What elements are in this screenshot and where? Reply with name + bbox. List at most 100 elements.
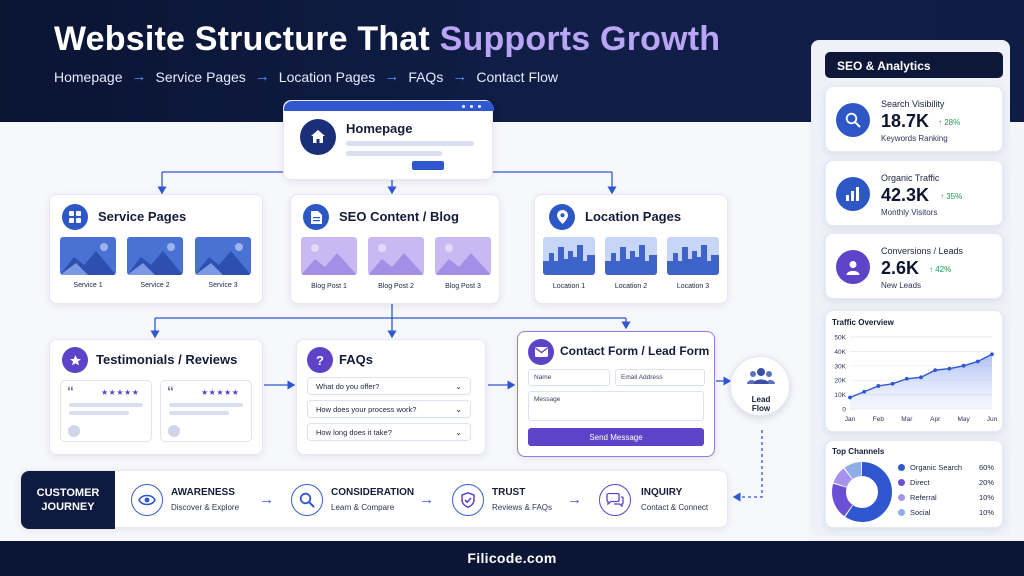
arrow-right-icon: → <box>567 491 582 508</box>
data-point <box>848 395 852 400</box>
window-dot-icon <box>462 105 465 108</box>
y-tick-label: 10K <box>834 392 846 399</box>
faq-item[interactable]: How does your process work?⌄ <box>307 400 471 418</box>
metric-value: 18.7K <box>881 111 930 131</box>
message-field[interactable]: Message <box>528 391 704 421</box>
data-point <box>919 375 923 380</box>
image-placeholder-icon <box>195 237 251 275</box>
legend-label: Social <box>910 508 931 517</box>
x-tick-label: Mar <box>901 416 913 423</box>
metric-value: 2.6K <box>881 258 920 278</box>
footer-bar: Filicode.com <box>0 541 1024 576</box>
avatar <box>168 425 180 437</box>
x-tick-label: May <box>957 416 970 423</box>
arrow-right-icon: → <box>259 491 274 508</box>
legend-swatch <box>898 479 905 486</box>
y-tick-label: 20K <box>834 378 846 385</box>
metric-search-visibility: Search Visibility 18.7K ↑ 28% Keywords R… <box>825 86 1003 152</box>
metric-subtitle: Keywords Ranking <box>881 134 948 143</box>
metric-change: ↑ 28% <box>938 118 961 127</box>
metric-label: Organic Traffic <box>881 173 940 183</box>
five-star-rating-icon: ★★★★★ <box>101 388 140 397</box>
data-point <box>862 389 867 394</box>
breadcrumb-service-pages: Service Pages <box>155 68 246 85</box>
window-title-bar <box>284 101 494 111</box>
house-icon <box>300 119 336 155</box>
title-main-text: Website Structure That <box>54 20 440 58</box>
legend-label: Referral <box>910 493 937 502</box>
placeholder-line <box>169 411 229 415</box>
placeholder-line <box>69 403 143 407</box>
faqs-card[interactable]: ? FAQs What do you offer?⌄ How does your… <box>296 339 486 455</box>
journey-label-line1: CUSTOMER <box>36 487 100 499</box>
image-placeholder-icon <box>127 237 183 275</box>
grid-icon <box>62 204 88 230</box>
faqs-title: FAQs <box>339 352 373 367</box>
location-pages-card[interactable]: Location Pages Location 1 Location 2 Loc… <box>534 194 728 304</box>
homepage-card[interactable]: Homepage <box>283 100 494 180</box>
service-pages-card[interactable]: Service Pages Service 1 Service 2 Servic… <box>49 194 263 304</box>
analytics-title: SEO & Analytics <box>825 52 1003 78</box>
mail-icon <box>528 339 554 365</box>
stage-inquiry-subtitle: Contact & Connect <box>641 503 709 512</box>
placeholder-line <box>69 411 129 415</box>
metric-conversions: Conversions / Leads 2.6K ↑ 42% New Leads <box>825 233 1003 299</box>
name-field[interactable]: Name <box>528 369 610 386</box>
seo-content-card[interactable]: SEO Content / Blog Blog Post 1 Blog Post… <box>290 194 500 304</box>
metric-subtitle: New Leads <box>881 281 922 290</box>
stage-consideration-title: CONSIDERATION <box>331 487 415 498</box>
data-point <box>975 359 980 364</box>
arrow-right-icon: → <box>254 68 270 85</box>
review-card: “ ★★★★★ <box>160 380 252 442</box>
faq-item[interactable]: How long does it take?⌄ <box>307 423 471 441</box>
avatar <box>68 425 80 437</box>
contact-form-title: Contact Form / Lead Form <box>560 344 710 358</box>
legend-label: Organic Search <box>910 463 963 472</box>
homepage-cta-button[interactable] <box>412 161 444 170</box>
testimonials-card[interactable]: Testimonials / Reviews “ ★★★★★ “ ★★★★★ <box>49 339 263 455</box>
arrow-right-icon: → <box>131 68 147 85</box>
eye-icon <box>131 484 163 516</box>
window-dot-icon <box>478 105 481 108</box>
blog-post-2-label: Blog Post 2 <box>378 283 414 290</box>
star-icon <box>62 347 88 373</box>
stage-inquiry-title: INQUIRY <box>641 487 683 498</box>
quote-icon: “ <box>67 383 74 399</box>
email-field[interactable]: Email Address <box>615 369 705 386</box>
data-point <box>890 381 895 386</box>
traffic-overview-title: Traffic Overview <box>832 318 894 327</box>
traffic-area <box>850 354 992 409</box>
service-pages-title: Service Pages <box>98 209 187 224</box>
window-dot-icon <box>470 105 473 108</box>
top-channels-title: Top Channels <box>832 447 885 456</box>
x-tick-label: Jan <box>845 416 856 423</box>
placeholder-line <box>346 141 474 146</box>
placeholder-line <box>169 403 243 407</box>
city-skyline-icon <box>667 237 719 275</box>
contact-form-card[interactable]: Contact Form / Lead Form Name Email Addr… <box>517 331 715 457</box>
data-point <box>876 384 881 388</box>
breadcrumb-contact-flow: Contact Flow <box>476 68 559 85</box>
user-icon <box>836 250 870 284</box>
send-message-button[interactable]: Send Message <box>528 428 704 446</box>
placeholder-line <box>346 151 442 156</box>
faq-item[interactable]: What do you offer?⌄ <box>307 377 471 395</box>
legend-value: 10% <box>978 493 994 502</box>
image-placeholder-icon <box>301 237 357 275</box>
map-pin-icon <box>549 204 575 230</box>
search-icon <box>836 103 870 137</box>
stage-trust-subtitle: Reviews & FAQs <box>492 503 553 512</box>
review-card: “ ★★★★★ <box>60 380 152 442</box>
legend-swatch <box>898 464 905 471</box>
title-accent-text: Supports Growth <box>439 20 721 58</box>
chat-icon <box>599 484 631 516</box>
stage-awareness-title: AWARENESS <box>171 487 235 498</box>
image-placeholder-icon <box>60 237 116 275</box>
faq-question: What do you offer? <box>316 381 380 391</box>
channels-donut-chart <box>832 462 892 522</box>
legend-item: Referral 10% <box>898 493 994 502</box>
blog-post-1-label: Blog Post 1 <box>311 283 347 290</box>
